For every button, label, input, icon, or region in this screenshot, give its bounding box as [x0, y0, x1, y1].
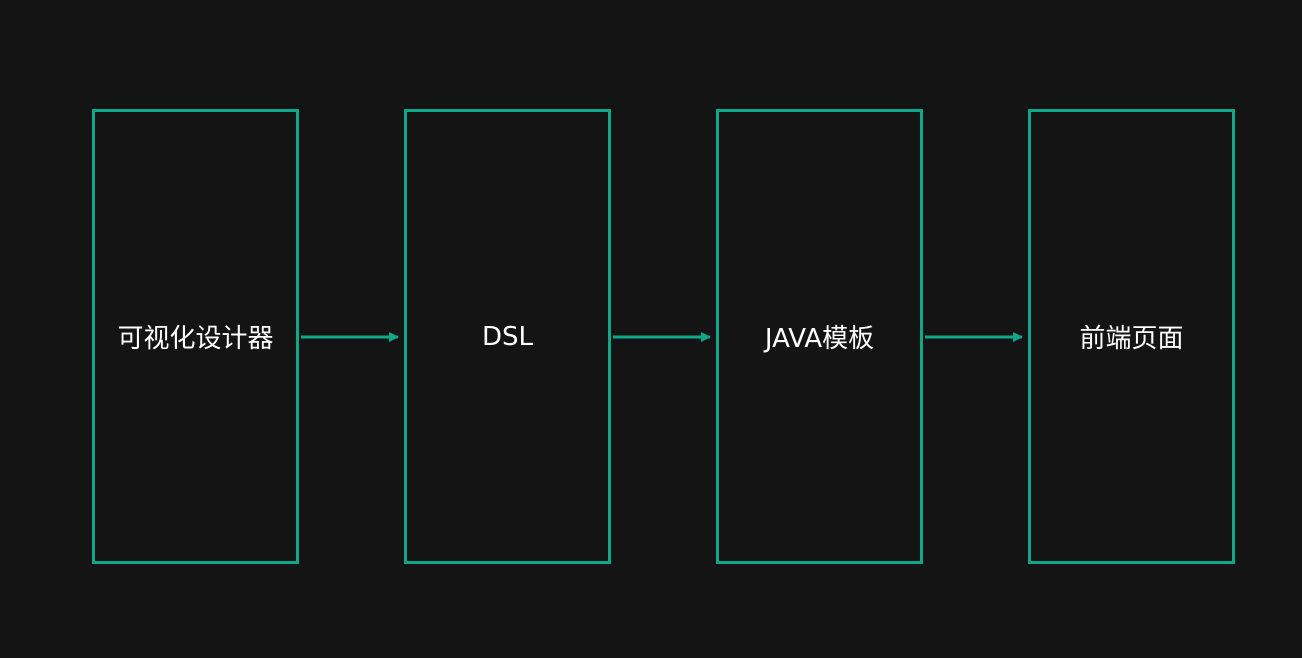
node-frontend-page: 前端页面 — [1028, 109, 1235, 564]
node-label: 可视化设计器 — [117, 324, 274, 354]
node-label: 前端页面 — [1079, 324, 1184, 354]
node-visual-designer: 可视化设计器 — [92, 109, 299, 564]
node-label: DSL — [481, 321, 533, 352]
node-java-template: JAVA模板 — [716, 109, 923, 564]
node-label: JAVA模板 — [764, 324, 875, 354]
node-dsl: DSL — [404, 109, 611, 564]
